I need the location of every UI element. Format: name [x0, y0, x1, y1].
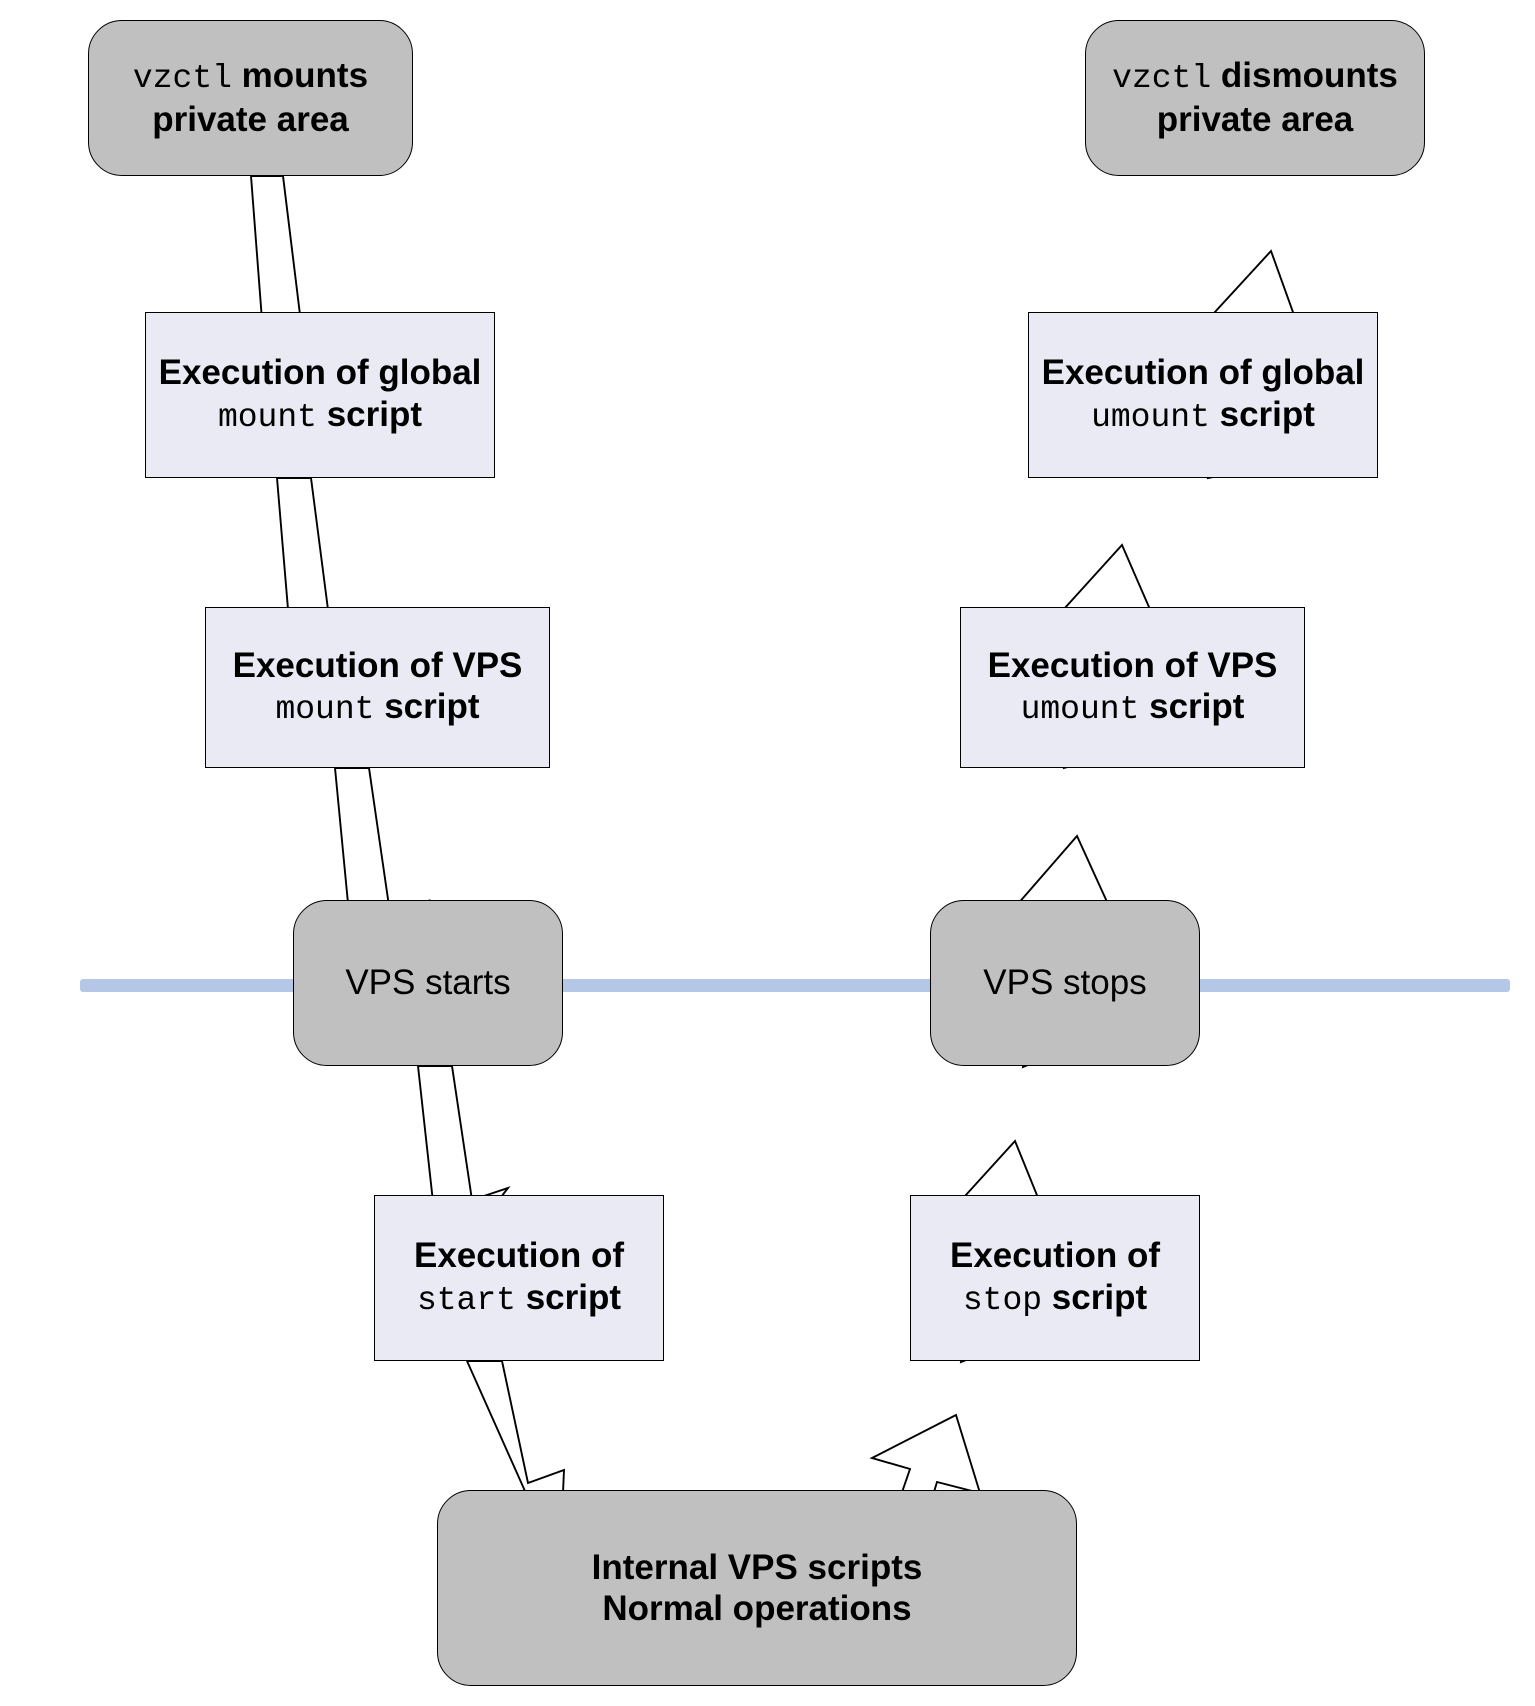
node-vzctl-dismounts-line1: vzctl dismounts — [1112, 56, 1398, 98]
node-stop-script-line1: Execution of — [949, 1236, 1161, 1276]
node-internal-vps-scripts-line2: Normal operations — [602, 1589, 912, 1628]
node-vps-starts[interactable]: VPS starts — [293, 900, 563, 1066]
node-stop-script-line2: stop script — [962, 1277, 1148, 1319]
node-vzctl-mounts-line1: vzctl mounts — [132, 56, 369, 98]
node-vps-umount-script[interactable]: Execution of VPS umount script — [960, 607, 1305, 768]
node-stop-script[interactable]: Execution of stop script — [910, 1195, 1200, 1361]
node-vzctl-mounts-line2: private area — [152, 100, 349, 140]
node-vps-stops-label: VPS stops — [983, 963, 1147, 1003]
node-vps-starts-label: VPS starts — [345, 963, 511, 1003]
node-global-mount-script-line2: mount script — [217, 394, 423, 436]
node-vps-mount-script[interactable]: Execution of VPS mount script — [205, 607, 550, 768]
node-vzctl-dismounts-line2: private area — [1156, 100, 1354, 140]
node-start-script-line1: Execution of — [413, 1236, 625, 1276]
vzctl-command-text: vzctl — [1112, 60, 1212, 98]
node-vps-stops[interactable]: VPS stops — [930, 900, 1200, 1066]
node-internal-vps-scripts-line1: Internal VPS scripts — [591, 1547, 923, 1587]
node-global-umount-script[interactable]: Execution of global umount script — [1028, 312, 1378, 478]
node-global-umount-script-line1: Execution of global — [1041, 353, 1365, 393]
node-vzctl-dismounts[interactable]: vzctl dismounts private area — [1085, 20, 1425, 176]
umount-script-name-text: umount — [1020, 691, 1140, 729]
start-script-name-text: start — [416, 1281, 516, 1319]
node-start-script[interactable]: Execution of start script — [374, 1195, 664, 1361]
node-global-umount-script-line2: umount script — [1091, 394, 1315, 436]
mount-script-name-text: mount — [217, 398, 317, 436]
node-vps-mount-script-line2: mount script — [275, 687, 480, 729]
node-global-mount-script[interactable]: Execution of global mount script — [145, 312, 495, 478]
node-vps-mount-script-line1: Execution of VPS — [232, 645, 523, 685]
stop-script-name-text: stop — [962, 1281, 1043, 1319]
umount-script-name-text: umount — [1091, 398, 1210, 436]
node-internal-vps-scripts[interactable]: Internal VPS scripts Normal operations — [437, 1490, 1077, 1686]
node-global-mount-script-line1: Execution of global — [158, 353, 482, 393]
node-vps-umount-script-line2: umount script — [1020, 687, 1245, 729]
node-vps-umount-script-line1: Execution of VPS — [987, 645, 1278, 685]
mount-script-name-text: mount — [275, 691, 375, 729]
node-start-script-line2: start script — [416, 1277, 622, 1319]
node-vzctl-mounts[interactable]: vzctl mounts private area — [88, 20, 413, 176]
vzctl-command-text: vzctl — [132, 60, 232, 98]
